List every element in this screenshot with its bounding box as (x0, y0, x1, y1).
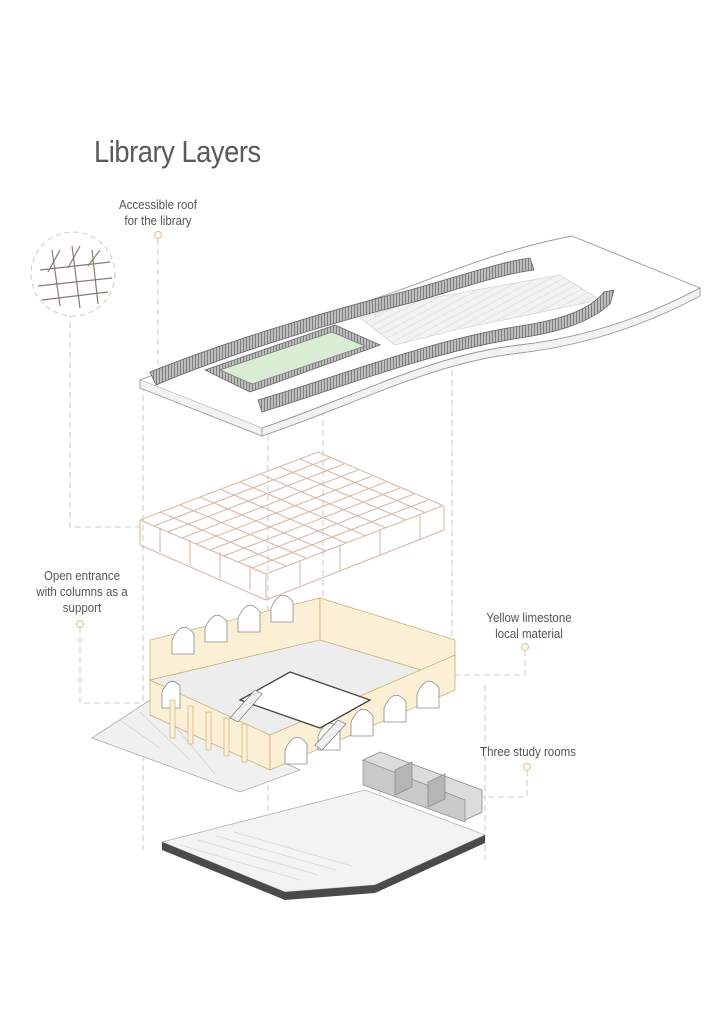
leader-lines (69, 239, 528, 798)
annotation-study-rooms: Three study rooms (480, 745, 576, 759)
roof-green-area (219, 331, 366, 385)
roof-layer (138, 235, 702, 437)
annotation-open-entrance: Open entrance with columns as a support (36, 569, 128, 615)
study-rooms (362, 751, 483, 823)
leader-dot-entrance (75, 619, 85, 629)
leader-dot-limestone (520, 642, 530, 652)
timber-structure-layer (139, 451, 445, 601)
annotation-accessible-roof: Accessible roof for the library (119, 198, 197, 228)
roof-structure-detail-circle (30, 231, 116, 317)
roof-parapet-outer (149, 257, 535, 386)
ground-floor-layer (91, 594, 457, 793)
annotation-yellow-limestone: Yellow limestone local material (486, 611, 572, 641)
stair (229, 689, 263, 723)
diagram-title: Library Layers (94, 134, 261, 169)
limestone-arches (161, 594, 440, 765)
leader-dot-rooms (522, 762, 532, 772)
entrance-plaza (91, 699, 302, 793)
central-void (238, 671, 372, 729)
leader-dot-roof (153, 230, 163, 240)
basement-layer (160, 751, 487, 900)
entrance-columns (169, 699, 248, 763)
leader-dots (75, 230, 532, 772)
